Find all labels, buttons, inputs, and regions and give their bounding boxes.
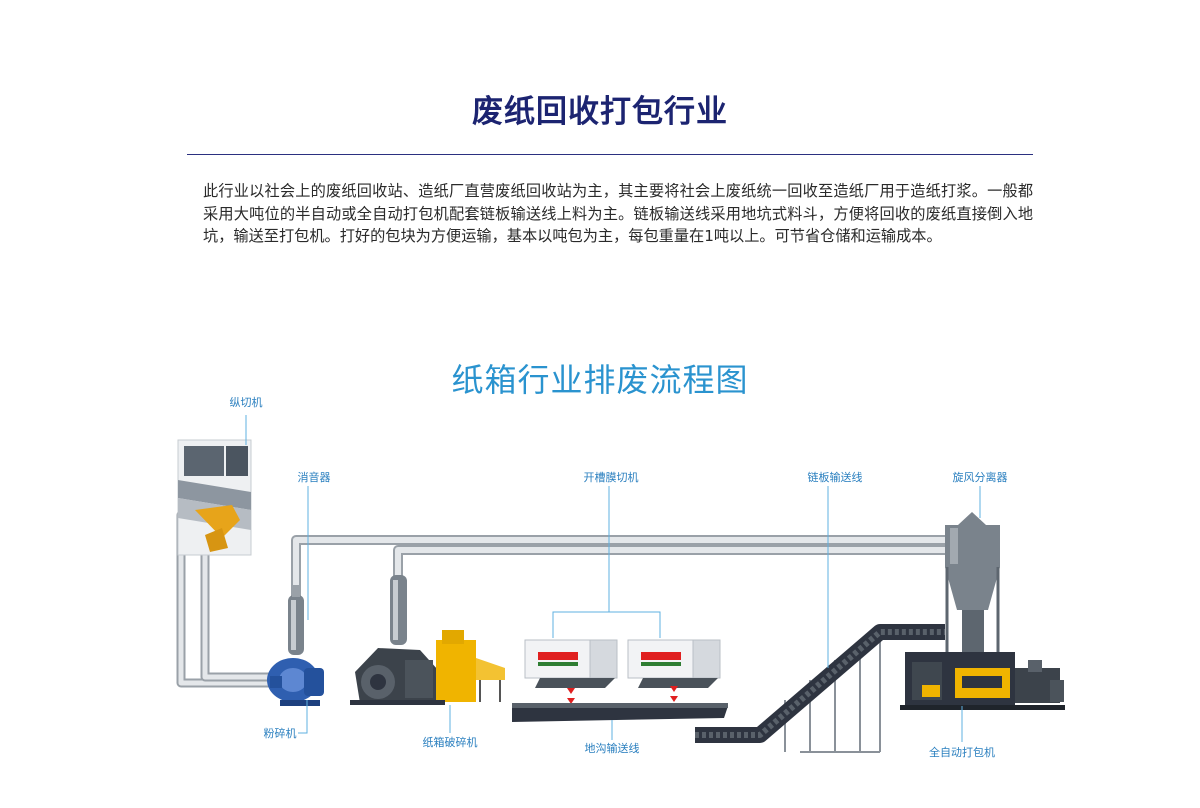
label-box-crusher: 纸箱破碎机 [423, 735, 478, 749]
auto-baler-machine [900, 652, 1065, 710]
leader-lines [245, 415, 981, 742]
label-trench-conveyor: 地沟输送线 [585, 741, 640, 755]
label-cyclone: 旋风分离器 [953, 470, 1008, 484]
diagram-title: 纸箱行业排废流程图 [451, 361, 749, 399]
label-chain-conveyor: 链板输送线 [808, 470, 863, 484]
page-title: 废纸回收打包行业 [472, 94, 728, 130]
slotter-machine-1 [524, 639, 618, 688]
chain-conveyor [695, 624, 945, 753]
trench-conveyor [512, 703, 728, 722]
slitter-machine [177, 439, 252, 556]
drop-arrows [567, 686, 678, 704]
pulverizer-machine [267, 658, 324, 706]
label-silencer: 消音器 [298, 470, 331, 484]
cyclone-separator [945, 512, 1000, 660]
box-crusher-machine [350, 630, 505, 705]
title-divider [187, 154, 1033, 155]
industry-description: 此行业以社会上的废纸回收站、造纸厂直营废纸回收站为主，其主要将社会上废纸统一回收… [203, 182, 1033, 245]
slotter-machine-2 [627, 639, 721, 688]
silencer-2 [390, 575, 407, 645]
label-pulverizer: 粉碎机 [264, 726, 297, 740]
label-slotter: 开槽膜切机 [584, 470, 639, 484]
silencer-1 [288, 585, 304, 655]
label-slitter: 纵切机 [230, 395, 263, 409]
label-auto-baler: 全自动打包机 [929, 745, 995, 759]
